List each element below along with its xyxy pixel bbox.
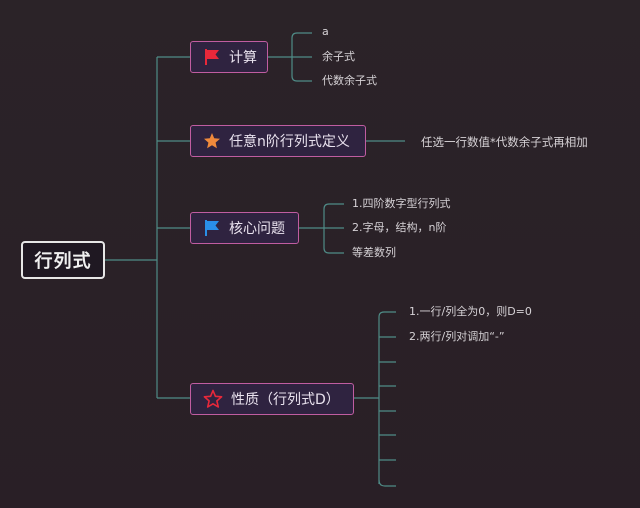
connector-leaf-3-1 bbox=[323, 203, 344, 228]
leaf-node[interactable]: 任选一行数值*代数余子式再相加 bbox=[421, 135, 588, 149]
root-node-label: 行列式 bbox=[34, 251, 92, 272]
branch-node-properties[interactable]: 性质（行列式D） bbox=[190, 383, 354, 415]
branch-node-core-problems[interactable]: 核心问题 bbox=[190, 212, 299, 244]
branch-label: 任意n阶行列式定义 bbox=[229, 134, 350, 150]
red-star-outline-icon bbox=[203, 389, 223, 409]
leaf-node[interactable]: 等差数列 bbox=[352, 246, 396, 259]
branch-label: 核心问题 bbox=[229, 221, 285, 237]
blue-flag-icon bbox=[203, 219, 221, 237]
branch-node-definition[interactable]: 任意n阶行列式定义 bbox=[190, 125, 366, 157]
leaf-node[interactable]: 2.字母，结构，n阶 bbox=[352, 221, 447, 234]
connector-leaf-1-3 bbox=[291, 57, 312, 82]
branch-label: 性质（行列式D） bbox=[231, 392, 340, 408]
orange-star-icon bbox=[203, 132, 221, 150]
connector-leaf-1-1 bbox=[291, 32, 312, 57]
leaf-node[interactable]: 1.四阶数字型行列式 bbox=[352, 197, 451, 210]
leaf-node[interactable]: 余子式 bbox=[322, 50, 355, 63]
connector-leaf-3-3 bbox=[323, 228, 344, 254]
leaf-node[interactable]: 代数余子式 bbox=[322, 74, 377, 87]
leaf-node[interactable]: 1.一行/列全为0，则D=0 bbox=[409, 305, 532, 318]
leaf-node[interactable]: 2.两行/列对调加“-” bbox=[409, 330, 505, 343]
red-flag-icon bbox=[203, 48, 221, 66]
root-node[interactable]: 行列式 bbox=[21, 241, 105, 279]
branch-node-calculation[interactable]: 计算 bbox=[190, 41, 268, 73]
leaf-node[interactable]: a bbox=[322, 25, 329, 38]
branch-label: 计算 bbox=[229, 50, 257, 66]
